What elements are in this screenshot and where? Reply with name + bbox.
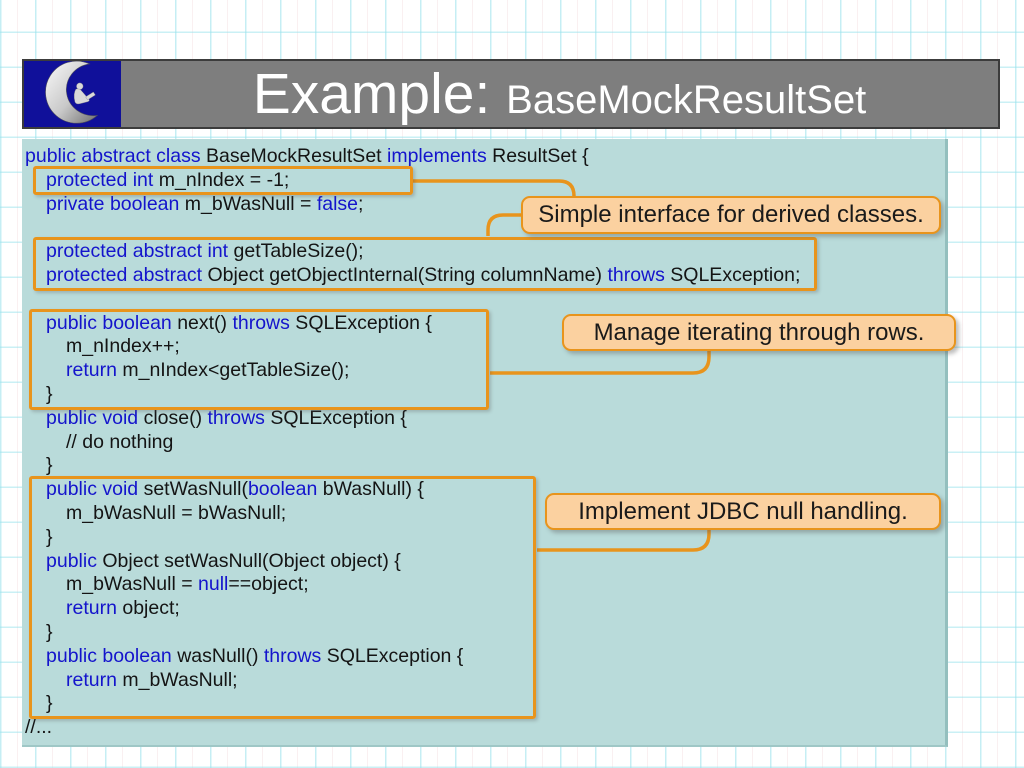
code-line: return m_bWasNull; xyxy=(66,668,238,691)
code-panel xyxy=(22,139,948,747)
code-line: } xyxy=(46,525,53,548)
callout-manage-iterating: Manage iterating through rows. xyxy=(562,314,956,351)
code-line: public void close() throws SQLException … xyxy=(46,406,407,429)
code-line: //... xyxy=(25,716,53,739)
code-line: } xyxy=(46,382,53,405)
code-line: public Object setWasNull(Object object) … xyxy=(46,549,401,572)
callout-jdbc-null-handling: Implement JDBC null handling. xyxy=(545,493,941,530)
code-line: m_nIndex++; xyxy=(66,335,180,358)
code-block: public abstract class BaseMockResultSet … xyxy=(25,145,930,740)
code-line: } xyxy=(46,454,53,477)
code-line: protected abstract int getTableSize(); xyxy=(46,240,364,263)
code-line: public void setWasNull(boolean bWasNull)… xyxy=(46,478,424,501)
code-line: } xyxy=(46,620,53,643)
code-line: return m_nIndex<getTableSize(); xyxy=(66,359,350,382)
code-line: protected abstract Object getObjectInter… xyxy=(46,263,801,286)
title-sub: BaseMockResultSet xyxy=(506,78,867,122)
crescent-moon-logo-icon xyxy=(24,61,121,127)
callout-label: Manage iterating through rows. xyxy=(593,318,925,346)
code-line: public abstract class BaseMockResultSet … xyxy=(25,145,589,167)
code-line: private boolean m_bWasNull = false; xyxy=(46,192,364,215)
code-line: } xyxy=(46,692,53,715)
code-line: m_bWasNull = bWasNull; xyxy=(66,501,287,524)
code-line: public boolean next() throws SQLExceptio… xyxy=(46,311,432,334)
callout-simple-interface: Simple interface for derived classes. xyxy=(521,196,941,234)
callout-label: Simple interface for derived classes. xyxy=(538,201,924,228)
title-bar: Example: BaseMockResultSet xyxy=(22,59,1000,129)
code-line xyxy=(25,288,930,312)
callout-label: Implement JDBC null handling. xyxy=(578,497,908,525)
code-line: return object; xyxy=(66,597,180,620)
code-line: protected int m_nIndex = -1; xyxy=(46,168,290,191)
code-line: // do nothing xyxy=(66,430,174,453)
code-line: m_bWasNull = null==object; xyxy=(66,573,309,596)
code-line: public boolean wasNull() throws SQLExcep… xyxy=(46,644,464,667)
slide-title: Example: BaseMockResultSet xyxy=(121,61,998,127)
title-main: Example: xyxy=(252,62,507,126)
